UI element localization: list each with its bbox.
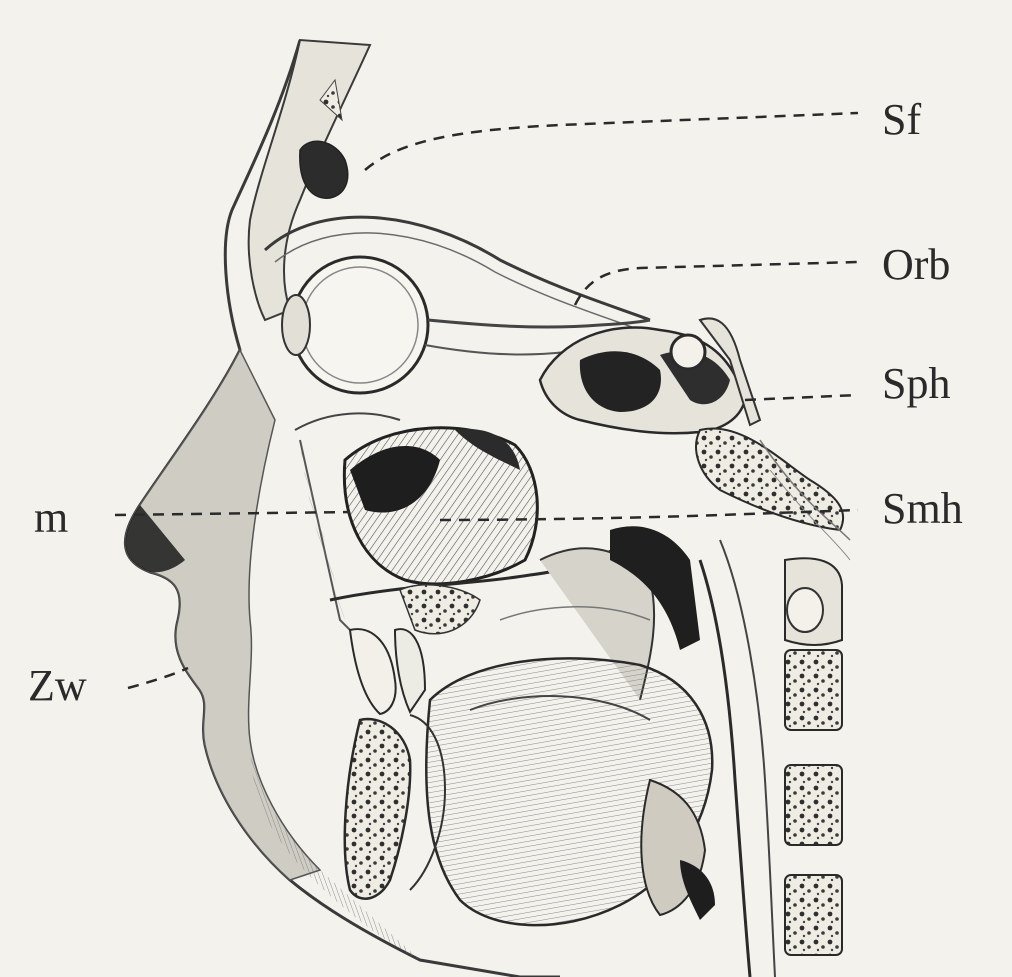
label-sph: Sph <box>882 362 950 406</box>
leader-sf <box>365 113 858 170</box>
label-zw: Zw <box>28 664 87 708</box>
clivus <box>696 428 843 530</box>
label-smh: Smh <box>882 487 963 531</box>
leader-zw <box>128 668 188 688</box>
mandible <box>345 719 410 899</box>
frontal-sinus <box>300 141 348 198</box>
label-sf: Sf <box>882 98 921 142</box>
label-m: m <box>34 496 68 540</box>
facial-soft-tissue <box>125 350 320 880</box>
eyeball <box>282 257 428 393</box>
cervical-vertebrae <box>785 558 842 955</box>
leader-sph <box>745 395 858 400</box>
label-orb: Orb <box>882 243 950 287</box>
leader-orb <box>575 262 858 305</box>
